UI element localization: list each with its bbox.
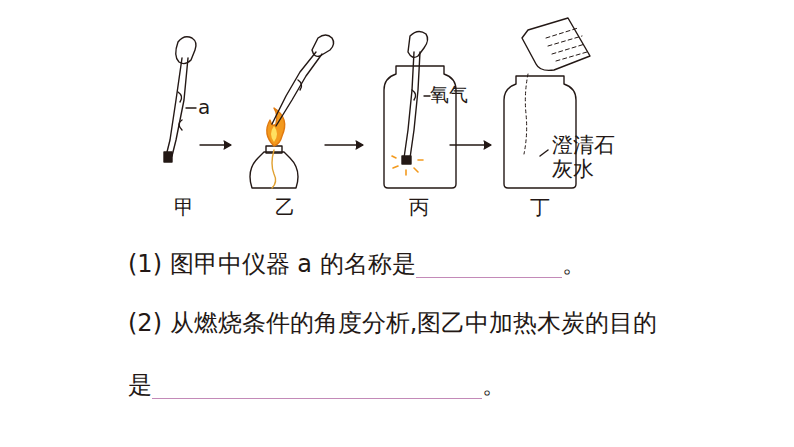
burning-charcoal xyxy=(402,156,411,164)
substance-label: 澄清石灰水 xyxy=(552,133,618,181)
question-text: (2) 从燃烧条件的角度分析,图乙中加热木炭的目的是 xyxy=(128,309,657,399)
poured-limewater xyxy=(524,74,528,154)
charcoal xyxy=(164,152,172,162)
hand xyxy=(408,31,428,57)
tongs xyxy=(404,52,420,158)
limewater-surface xyxy=(546,28,587,61)
stage-label: 丁 xyxy=(530,196,550,218)
answer-blank xyxy=(152,368,482,399)
period: 。 xyxy=(482,371,506,399)
tongs xyxy=(166,58,188,156)
answer-blank xyxy=(416,247,562,278)
alcohol-lamp xyxy=(250,152,298,188)
stage-label: 丙 xyxy=(409,196,429,218)
period: 。 xyxy=(562,250,586,278)
stage-label: 甲 xyxy=(174,196,194,218)
leader-line xyxy=(186,107,196,108)
stage-label: 乙 xyxy=(275,196,295,218)
hand xyxy=(176,37,196,64)
part-label: a xyxy=(198,96,210,118)
beaker xyxy=(522,18,590,70)
flame xyxy=(267,108,285,146)
question: (1) 图甲中仪器 a 的名称是 。 xyxy=(128,233,768,295)
question: (2) 从燃烧条件的角度分析,图乙中加热木炭的目的是。 xyxy=(128,292,676,416)
wick xyxy=(272,150,276,188)
tongs-joint xyxy=(178,92,182,130)
substance-label: 氧气 xyxy=(430,84,468,105)
tongs xyxy=(272,52,322,126)
question-text: (1) 图甲中仪器 a 的名称是 xyxy=(128,250,416,278)
